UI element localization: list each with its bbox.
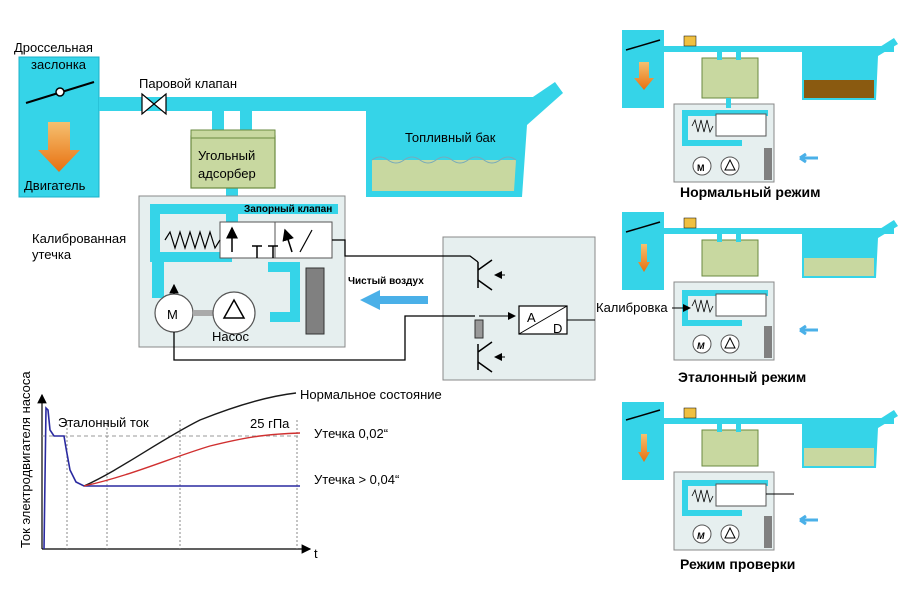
graph-xlabel: t bbox=[314, 546, 318, 561]
mode-reference-title: Эталонный режим bbox=[678, 369, 806, 385]
shutoff-valve-body bbox=[219, 221, 333, 259]
mode-normal-title: Нормальный режим bbox=[680, 184, 820, 200]
pressure-label: 25 гПа bbox=[250, 416, 290, 431]
curve-leak-002 bbox=[83, 432, 301, 487]
throttle-label-1: Дроссельная bbox=[14, 40, 93, 55]
engine-flow-arrow bbox=[38, 122, 80, 172]
pump-label: Насос bbox=[212, 329, 249, 344]
svg-text:M: M bbox=[697, 341, 705, 351]
fuel-tank-label: Топливный бак bbox=[405, 130, 496, 145]
svg-text:M: M bbox=[697, 531, 705, 541]
shunt-resistor bbox=[474, 319, 484, 339]
shutoff-valve-label: Запорный клапан bbox=[244, 204, 332, 215]
throttle-label-2: заслонка bbox=[31, 57, 87, 72]
calibrated-leak-label-1: Калиброванная bbox=[32, 231, 126, 246]
control-unit: A D bbox=[442, 236, 596, 381]
adc-a: A bbox=[527, 310, 536, 325]
adc-d: D bbox=[553, 321, 562, 336]
mode-check: M Режим проверки bbox=[622, 402, 898, 572]
engine-intake bbox=[18, 56, 100, 198]
main-diagram: Топливный бак Паровой клапан Угольный ад… bbox=[14, 40, 596, 381]
svg-text:M: M bbox=[697, 163, 705, 173]
leak-002-label: Утечка 0,02“ bbox=[314, 426, 388, 441]
steam-valve-label: Паровой клапан bbox=[139, 76, 237, 91]
steam-valve: Паровой клапан bbox=[139, 76, 237, 116]
reference-current-label: Эталонный ток bbox=[58, 415, 149, 430]
carbon-adsorber: Угольный адсорбер bbox=[190, 129, 276, 189]
clean-air: Чистый воздух bbox=[348, 276, 428, 310]
adsorber-label-1: Угольный bbox=[198, 148, 255, 163]
graph-ylabel: Ток электродвигателя насоса bbox=[18, 371, 33, 548]
valve-spring bbox=[164, 229, 221, 251]
engine-label: Двигатель bbox=[24, 178, 86, 193]
clean-air-label: Чистый воздух bbox=[348, 276, 424, 287]
mode-normal: M Нормальный режим bbox=[622, 30, 898, 200]
fuel-tank: Топливный бак bbox=[366, 82, 563, 197]
curve-leak-004 bbox=[43, 406, 300, 550]
calibrated-leak-label-2: утечка bbox=[32, 247, 72, 262]
normal-state-label: Нормальное состояние bbox=[300, 387, 442, 402]
motor-label: M bbox=[167, 307, 178, 322]
pump-module: Запорный клапан M Насос bbox=[138, 195, 346, 348]
current-graph: Ток электродвигателя насоса t Эталонный … bbox=[18, 371, 442, 561]
wiring bbox=[173, 239, 479, 361]
mode-check-title: Режим проверки bbox=[680, 556, 795, 572]
adsorber-label-2: адсорбер bbox=[198, 166, 256, 181]
mode-reference: M Калибровка Эталонный режим bbox=[596, 212, 898, 385]
air-filter bbox=[305, 267, 325, 335]
curve-normal bbox=[83, 392, 297, 487]
leak-004-label: Утечка > 0,04“ bbox=[314, 472, 399, 487]
calibration-label: Калибровка bbox=[596, 300, 668, 315]
